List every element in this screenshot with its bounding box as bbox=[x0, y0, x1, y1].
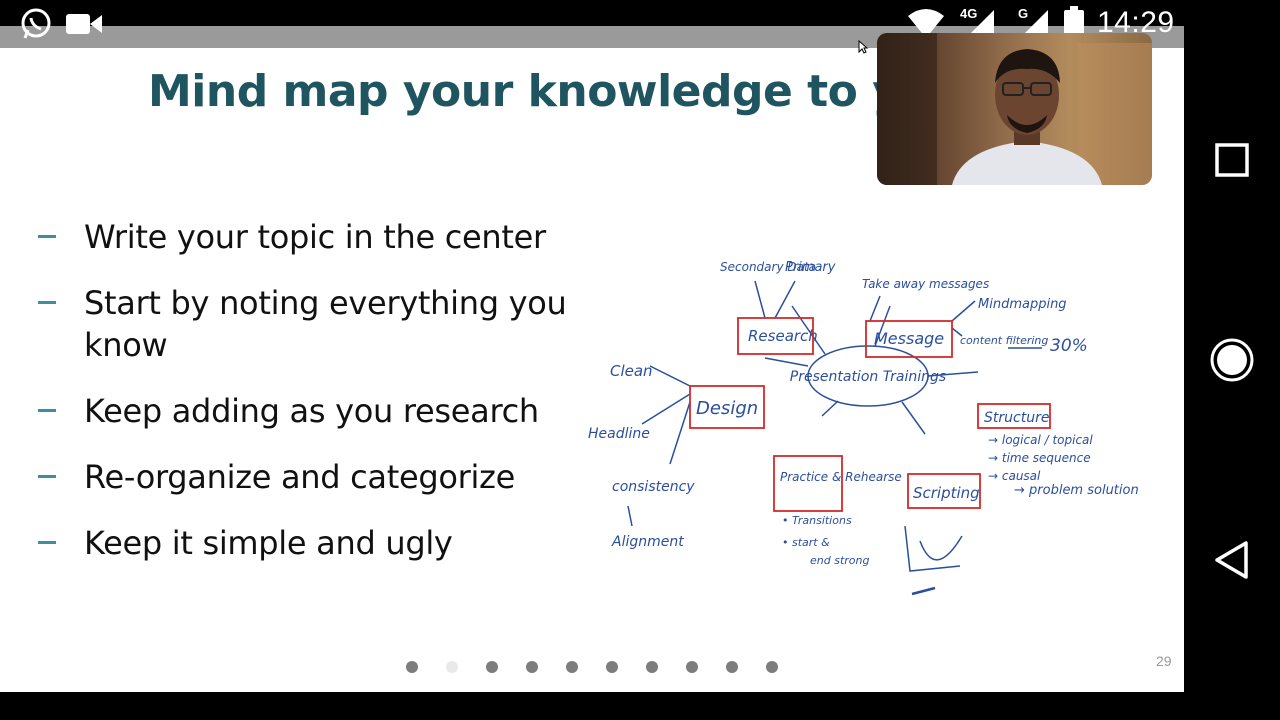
dash-icon bbox=[38, 301, 56, 304]
recents-square-icon bbox=[1215, 143, 1249, 177]
design-label: Design bbox=[696, 398, 758, 419]
dash-icon bbox=[38, 409, 56, 412]
message-sub: content filtering bbox=[960, 334, 1048, 347]
message-box bbox=[865, 320, 953, 358]
bullet-item: Write your topic in the center bbox=[38, 216, 604, 258]
back-button[interactable] bbox=[1208, 536, 1256, 584]
bottom-bar bbox=[0, 692, 1184, 720]
structure-sub: → time sequence bbox=[988, 451, 1091, 465]
bullet-text: Keep adding as you research bbox=[84, 392, 539, 430]
pagination-dot[interactable] bbox=[686, 661, 698, 673]
dash-icon bbox=[38, 475, 56, 478]
research-sub: Primary bbox=[785, 260, 836, 275]
presenter-avatar bbox=[877, 33, 1152, 185]
whatsapp-icon bbox=[18, 6, 54, 47]
network-g-label: G bbox=[1018, 6, 1029, 21]
structure-box bbox=[977, 403, 1051, 429]
practice-sub: • start & bbox=[782, 536, 830, 549]
bullet-text: Write your topic in the center bbox=[84, 218, 546, 256]
bullet-list: Write your topic in the center Start by … bbox=[38, 216, 604, 588]
wifi-icon bbox=[908, 8, 944, 43]
practice-label: Practice & Rehearse bbox=[780, 470, 902, 484]
bullet-item: Keep adding as you research bbox=[38, 390, 604, 432]
signal-icon bbox=[966, 10, 994, 43]
bullet-text: Re-organize and categorize bbox=[84, 458, 515, 496]
pagination-dot[interactable] bbox=[646, 661, 658, 673]
back-triangle-icon bbox=[1215, 541, 1248, 579]
mouse-cursor-icon bbox=[858, 39, 869, 59]
pagination-dot[interactable] bbox=[406, 661, 418, 673]
slide-title: Mind map your knowledge to you bbox=[148, 66, 961, 117]
message-sub: Mindmapping bbox=[978, 297, 1067, 312]
pagination-dot[interactable] bbox=[766, 661, 778, 673]
battery-icon bbox=[1064, 6, 1084, 43]
center-label: Presentation Trainings bbox=[790, 369, 946, 385]
research-sub: Secondary Data bbox=[720, 260, 816, 274]
design-sub: consistency bbox=[612, 479, 695, 495]
research-label: Research bbox=[748, 327, 818, 345]
design-sub: Headline bbox=[588, 426, 650, 442]
video-camera-icon bbox=[66, 12, 102, 41]
network-4g-label: 4G bbox=[960, 6, 978, 21]
slide-number: 29 bbox=[1156, 653, 1172, 669]
research-box bbox=[737, 317, 814, 355]
pagination-dot[interactable] bbox=[606, 661, 618, 673]
bullet-item: Keep it simple and ugly bbox=[38, 522, 604, 564]
pagination-dot[interactable] bbox=[566, 661, 578, 673]
structure-sub: → causal bbox=[988, 469, 1041, 483]
scripting-label: Scripting bbox=[913, 484, 980, 502]
structure-label: Structure bbox=[984, 410, 1049, 426]
design-sub: Clean bbox=[610, 362, 653, 380]
mind-map-sketch: Presentation Trainings Research Secondar… bbox=[588, 260, 1139, 596]
design-sub: Alignment bbox=[611, 534, 684, 550]
home-button[interactable] bbox=[1208, 336, 1256, 384]
bullet-item: Re-organize and categorize bbox=[38, 456, 604, 498]
message-sub: 30% bbox=[1050, 336, 1088, 356]
practice-sub: • Transitions bbox=[782, 514, 852, 527]
bullet-text: Start by noting everything you know bbox=[84, 284, 567, 364]
scripting-box bbox=[907, 473, 981, 509]
structure-sub: → logical / topical bbox=[988, 433, 1093, 447]
dash-icon bbox=[38, 541, 56, 544]
home-circle-icon bbox=[1210, 338, 1254, 382]
signal-icon bbox=[1020, 10, 1048, 43]
pagination-dot[interactable] bbox=[526, 661, 538, 673]
navigation-bar bbox=[1184, 0, 1280, 720]
practice-box bbox=[773, 455, 843, 512]
bullet-item: Start by noting everything you know bbox=[38, 282, 604, 366]
design-box bbox=[689, 385, 765, 429]
presenter-video[interactable] bbox=[877, 33, 1152, 185]
recents-button[interactable] bbox=[1208, 136, 1256, 184]
pagination-dot[interactable] bbox=[486, 661, 498, 673]
dash-icon bbox=[38, 235, 56, 238]
structure-sub: → problem solution bbox=[1014, 483, 1139, 498]
pagination-dot[interactable] bbox=[726, 661, 738, 673]
bullet-text: Keep it simple and ugly bbox=[84, 524, 453, 562]
message-label: Message bbox=[874, 329, 944, 348]
practice-sub: end strong bbox=[810, 554, 869, 567]
pagination-dot-active[interactable] bbox=[446, 661, 458, 673]
message-sub: Take away messages bbox=[862, 277, 989, 291]
